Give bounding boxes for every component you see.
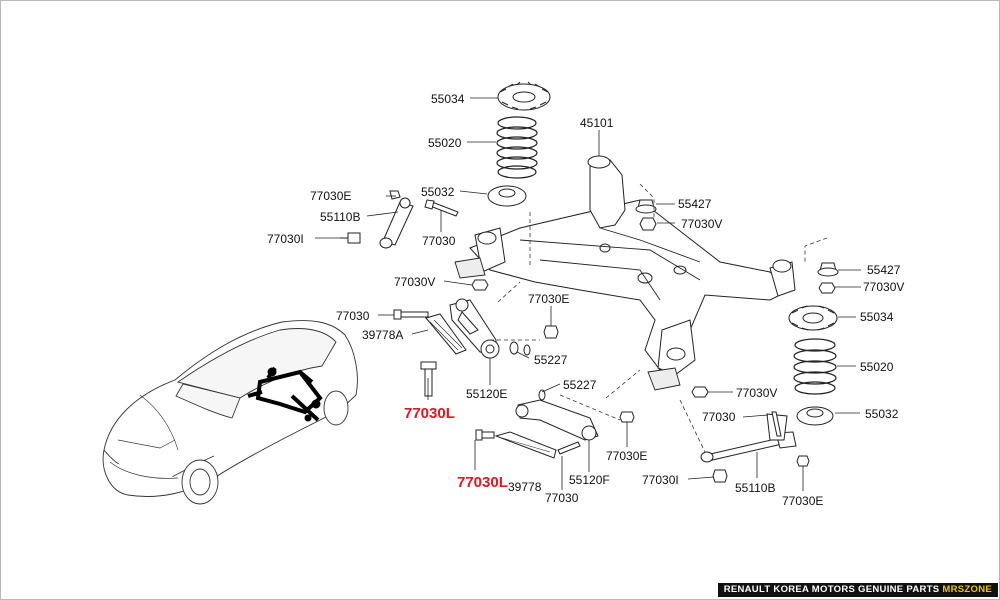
callout-77030I-low: 77030I <box>642 473 679 487</box>
lower-arm-55120F <box>515 399 599 441</box>
car-silhouette <box>102 320 358 505</box>
highlight-77030L-left[interactable]: 77030L <box>404 405 455 422</box>
callout-labels: 55034 55020 45101 77030E 55032 55110B 55… <box>267 92 904 508</box>
leader-lines <box>315 97 861 491</box>
bolt-77030-left <box>393 309 429 320</box>
callout-55227-low: 55227 <box>563 378 597 392</box>
callout-55120F: 55120F <box>569 473 610 487</box>
callout-55110B-top: 55110B <box>320 210 360 224</box>
callout-77030V-top: 77030V <box>681 217 722 231</box>
callout-55034-top: 55034 <box>431 92 465 106</box>
callout-55110B-low: 55110B <box>735 481 775 495</box>
bolt-77030L-left <box>420 361 437 397</box>
callout-39778A: 39778A <box>362 328 403 342</box>
bracket-39778 <box>494 431 557 459</box>
footer-title: RENAULT KOREA MOTORS GENUINE PARTS <box>723 584 940 595</box>
callout-55020-top: 55020 <box>428 136 462 150</box>
car-highlighted-subframe <box>247 366 323 422</box>
washer-55227-mid <box>509 341 531 356</box>
callout-55032-right: 55032 <box>865 407 899 421</box>
bolt-77030-upper <box>424 199 459 217</box>
callout-77030V-low: 77030V <box>736 386 777 400</box>
bracket-39778A <box>425 313 467 355</box>
highlight-77030L-low[interactable]: 77030L <box>457 474 508 491</box>
callout-77030E-tl: 77030E <box>310 189 351 203</box>
spring-seat-upper-55034-right <box>788 305 838 331</box>
callout-77030E-low: 77030E <box>606 449 647 463</box>
footer-brand: MRSZONE <box>942 584 992 595</box>
bolt-77030-low <box>557 441 581 455</box>
coil-spring-55020-right <box>793 338 837 395</box>
callout-77030-right: 77030 <box>702 410 736 424</box>
callout-77030-left: 77030 <box>336 309 370 323</box>
dashed-guides <box>490 183 828 453</box>
nut-77030E-mid <box>543 325 559 339</box>
bolt-77030L-low <box>475 429 495 441</box>
callout-77030V-mid: 77030V <box>394 275 435 289</box>
callout-55427-right: 55427 <box>867 263 901 277</box>
callout-77030I-top: 77030I <box>267 232 304 246</box>
coil-spring-55020 <box>496 116 538 179</box>
callout-55034-right: 55034 <box>860 310 894 324</box>
callout-77030-top: 77030 <box>422 234 456 248</box>
callout-77030V-right: 77030V <box>863 280 904 294</box>
callout-77030E-mid: 77030E <box>528 292 569 306</box>
callout-55020-right: 55020 <box>860 360 894 374</box>
nut-77030V-group <box>471 217 836 398</box>
callout-55032-top: 55032 <box>421 185 455 199</box>
bushing-cap-55427 <box>635 199 839 277</box>
spring-seat-lower-55032 <box>487 185 527 207</box>
spring-seat-lower-55032-right <box>796 406 834 426</box>
lower-link-55110B-right <box>700 411 810 483</box>
rear-subframe-45101 <box>454 155 796 391</box>
callout-77030E-bottom: 77030E <box>782 494 823 508</box>
callout-39778: 39778 <box>508 480 542 494</box>
callout-77030-bottom: 77030 <box>545 491 579 505</box>
upper-link-55110B <box>340 190 414 249</box>
nut-77030E-low <box>538 389 635 423</box>
callout-55120E: 55120E <box>466 387 507 401</box>
callout-55227-mid: 55227 <box>534 353 568 367</box>
callout-55427-top: 55427 <box>678 197 712 211</box>
spring-seat-upper-55034 <box>497 81 551 111</box>
callout-45101: 45101 <box>580 116 614 130</box>
